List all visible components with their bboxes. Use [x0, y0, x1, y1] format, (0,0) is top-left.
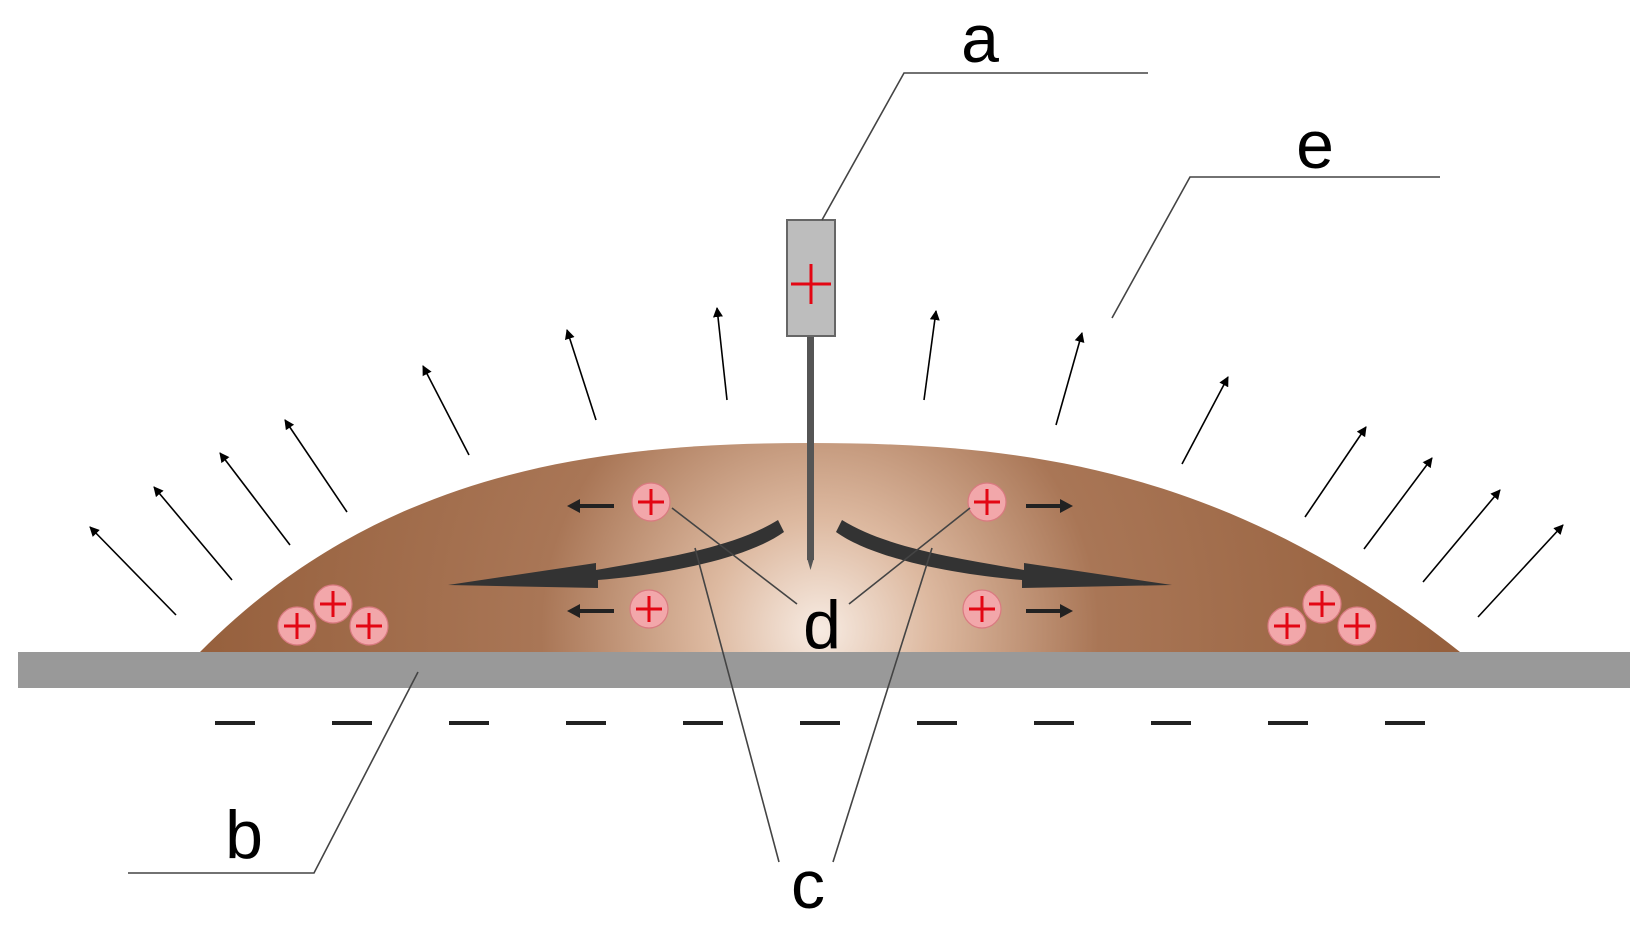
field-arrows	[89, 307, 1564, 618]
field-arrow-icon	[1422, 489, 1501, 583]
leader-b	[128, 671, 419, 874]
field-arrow-icon	[284, 419, 348, 513]
field-arrow-icon	[1055, 332, 1085, 426]
field-arrow-icon	[1181, 376, 1229, 465]
droplet	[200, 443, 1460, 652]
positive-charge-icon	[1337, 606, 1377, 646]
positive-charge-icon	[313, 584, 353, 624]
positive-charge-icon	[629, 589, 669, 629]
right-arrow-icon	[1026, 499, 1073, 513]
charge-motion-arrows	[567, 499, 1073, 618]
field-arrow-icon	[89, 526, 177, 616]
label-b: b	[225, 797, 263, 873]
positive-charge-icon	[631, 482, 671, 522]
flow-arrow-left	[448, 520, 784, 588]
electrode	[786, 219, 836, 337]
field-arrow-icon	[153, 486, 233, 581]
label-a: a	[961, 1, 999, 77]
substrate	[18, 652, 1630, 688]
field-arrow-icon	[1477, 524, 1564, 618]
positive-charge-icon	[277, 606, 317, 646]
positive-charge-icon	[967, 482, 1007, 522]
leader-lines	[128, 72, 1440, 874]
leader-d-2	[848, 507, 971, 605]
field-arrow-icon	[1304, 426, 1367, 518]
field-arrow-icon	[422, 365, 470, 456]
leader-d-1	[671, 507, 798, 605]
positive-charge-icon	[349, 606, 389, 646]
needle-tip	[807, 558, 814, 570]
field-arrow-icon	[219, 452, 291, 546]
field-arrow-icon	[1363, 457, 1433, 550]
label-e: e	[1296, 107, 1334, 183]
needle	[807, 335, 814, 560]
positive-charge-icon	[1302, 584, 1342, 624]
positive-charge-icon	[962, 589, 1002, 629]
label-c: c	[791, 847, 825, 923]
field-arrow-icon	[923, 310, 940, 401]
leader-c-1	[694, 547, 780, 863]
left-arrow-icon	[567, 604, 614, 618]
leader-c-2	[832, 547, 933, 863]
field-arrow-icon	[565, 329, 597, 421]
flow-arrow-right	[836, 520, 1172, 588]
leader-e	[1111, 176, 1440, 319]
label-d: d	[803, 587, 841, 663]
positive-charges	[277, 482, 1377, 646]
left-arrow-icon	[567, 499, 614, 513]
field-arrow-icon	[713, 307, 728, 401]
leader-a	[821, 72, 1148, 221]
positive-charge-icon	[1267, 606, 1307, 646]
right-arrow-icon	[1026, 604, 1073, 618]
